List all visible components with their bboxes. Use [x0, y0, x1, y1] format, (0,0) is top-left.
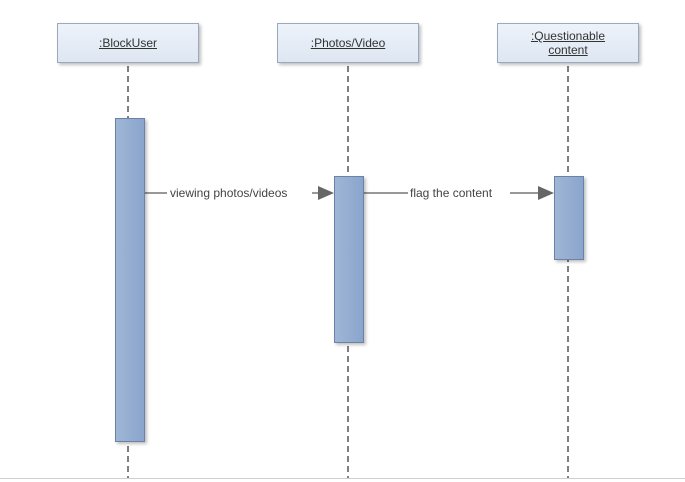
lifeline-head-blockuser[interactable]: :BlockUser	[57, 23, 199, 63]
activation-bar-blockuser[interactable]	[115, 118, 145, 442]
lifeline-label-blockuser: :BlockUser	[98, 36, 157, 50]
lifeline-label-questionable: :Questionable content	[530, 29, 606, 57]
message-label-flag: flag the content	[408, 186, 495, 200]
bottom-divider	[0, 478, 685, 479]
message-arrowhead-1	[318, 186, 334, 200]
activation-bar-photos[interactable]	[334, 176, 364, 343]
lifeline-head-photos[interactable]: :Photos/Video	[277, 23, 419, 63]
lifeline-label-photos: :Photos/Video	[310, 36, 386, 50]
activation-bar-questionable[interactable]	[554, 176, 584, 260]
message-arrowhead-2	[538, 186, 554, 200]
message-label-viewing: viewing photos/videos	[168, 186, 290, 200]
lifeline-head-questionable[interactable]: :Questionable content	[497, 23, 639, 63]
